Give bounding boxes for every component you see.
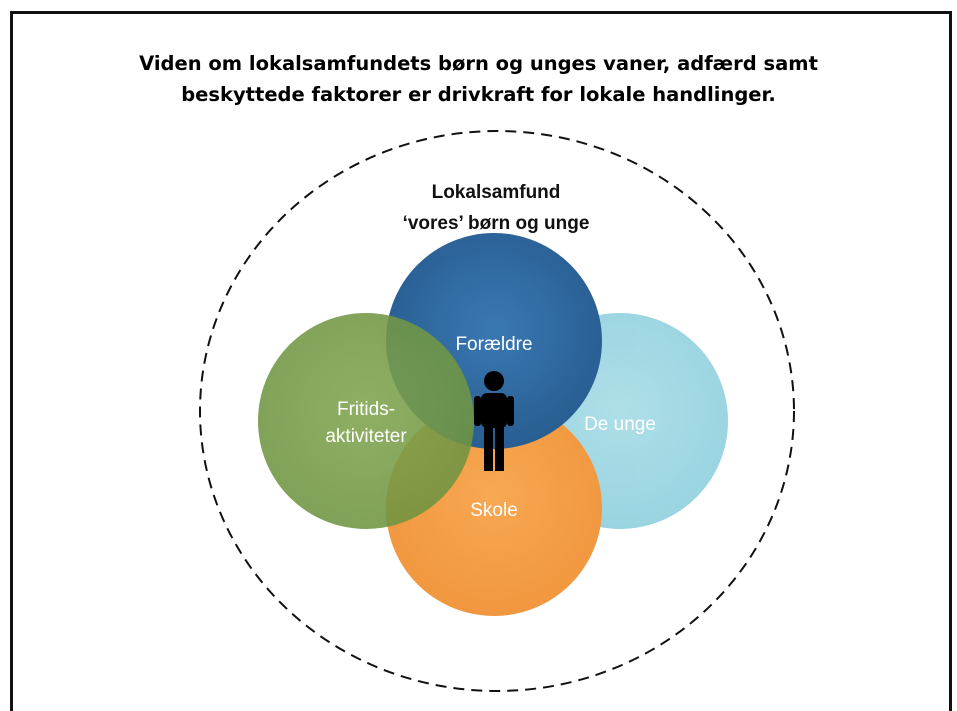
- diagram-title: Viden om lokalsamfundets børn og unges v…: [0, 48, 957, 110]
- title-line-2: beskyttede faktorer er drivkraft for lok…: [181, 83, 776, 106]
- label-de-unge: De unge: [584, 414, 656, 435]
- community-boundary-circle: [199, 130, 795, 692]
- label-foraeldre: Forældre: [455, 334, 532, 355]
- label-fritid-line-1: Fritids-: [337, 399, 395, 420]
- label-fritid-line-2: aktiviteter: [325, 426, 407, 447]
- community-label-line-1: Lokalsamfund: [432, 182, 561, 203]
- title-line-1: Viden om lokalsamfundets børn og unges v…: [139, 52, 818, 75]
- label-skole: Skole: [470, 500, 518, 521]
- circle-fritidsaktiviteter: [258, 313, 474, 529]
- person-icon: [474, 371, 514, 471]
- community-label-line-2: ‘vores’ børn og unge: [403, 213, 590, 234]
